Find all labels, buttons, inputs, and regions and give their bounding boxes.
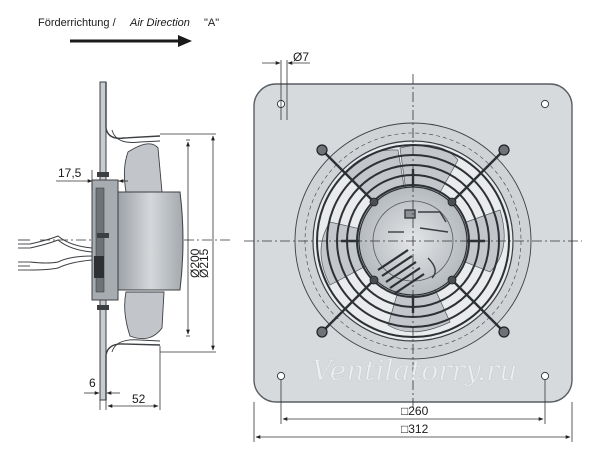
dim-flange: 6 xyxy=(89,376,96,390)
side-blade-bottom xyxy=(124,291,165,340)
air-direction-label-de: Förderrichtung / xyxy=(38,17,117,29)
front-view: Ø7 □260 □312 xyxy=(244,50,582,442)
dim-depth-front: 17,5 xyxy=(58,166,82,180)
side-flange-bolts xyxy=(97,172,109,310)
dim-hole-spacing: □260 xyxy=(401,404,429,418)
heat-sink xyxy=(377,249,425,295)
watermark: Ventilatorry.ru xyxy=(312,354,517,387)
hub-screws xyxy=(369,197,457,285)
side-blade-top xyxy=(123,143,163,193)
dim-plate-size: □312 xyxy=(401,422,429,436)
side-cable-bundle xyxy=(29,235,93,271)
side-motor-housing xyxy=(117,191,184,291)
dim-depth-total: 52 xyxy=(132,392,146,406)
side-shroud-bottom xyxy=(105,343,161,400)
guard-screws xyxy=(316,144,510,338)
side-wire-ends xyxy=(18,239,30,271)
side-shroud-top xyxy=(105,82,161,139)
air-direction-arrow-icon xyxy=(70,35,192,47)
dim-dia-outer: Ø215 xyxy=(197,248,211,278)
air-direction-header: Förderrichtung / Air Direction "A" xyxy=(38,17,219,47)
air-direction-code: "A" xyxy=(204,17,219,29)
dim-dia-inner: Ø200 xyxy=(188,248,202,278)
side-view: 17,5 Ø200 Ø215 6 52 xyxy=(18,81,232,410)
dim-hole: Ø7 xyxy=(293,50,309,64)
hub-detail xyxy=(388,209,449,279)
air-direction-label-en: Air Direction xyxy=(129,17,190,29)
plate-mounting-holes xyxy=(276,99,550,381)
